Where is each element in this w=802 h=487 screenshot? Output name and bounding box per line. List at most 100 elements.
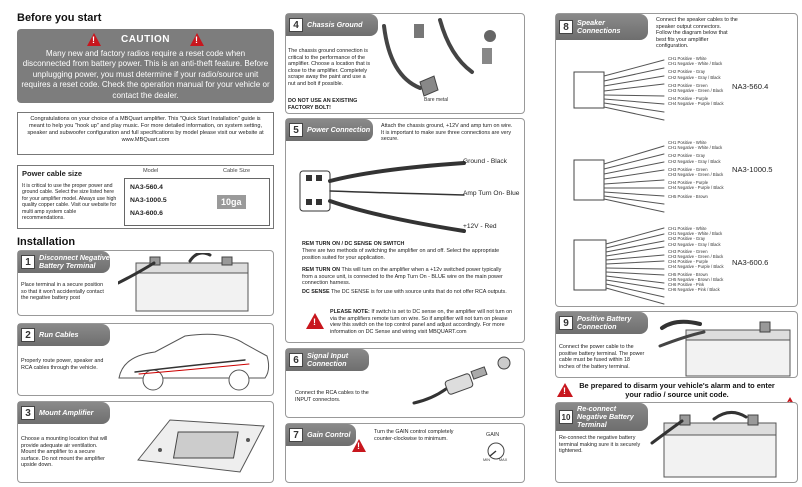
step-text: Attach the chassis ground, +12V and amp … (381, 123, 513, 143)
power-cable-title: Power cable size (22, 169, 83, 178)
warning-icon: ! (306, 313, 324, 329)
note-paragraph: PLEASE NOTE: If switch is set to DC sens… (330, 309, 515, 335)
wire-list-600: CH1 Positive - White CH1 Negative - Whit… (668, 226, 724, 292)
rem-label: REM TURN ON (302, 267, 341, 273)
wire-label: CH5 Negative - Brown / Black (668, 276, 724, 282)
ground-bolt-illustration (382, 18, 496, 97)
step-title: Gain Control (307, 429, 351, 439)
gain-min-label: MIN (483, 458, 490, 462)
step-text: Choose a mounting location that will pro… (21, 436, 108, 469)
power-cable-text: It is critical to use the proper power a… (22, 183, 117, 222)
wire-label: CH1 Positive - White (668, 56, 707, 61)
model-label-1000: NA3-1000.5 (732, 165, 773, 174)
note-label: PLEASE NOTE: (330, 309, 370, 315)
step-title: Power Connection (307, 124, 371, 134)
wire-label: CH6 Negative - Pink / Black (668, 287, 720, 293)
step-number: 6 (289, 353, 303, 367)
dc-text: The DC SENSE is for use with source unit… (330, 289, 507, 295)
battery-reconnect-illustration (650, 411, 777, 478)
step-3: 3 Mount Amplifier Choose a mounting loca… (17, 401, 274, 483)
wire-list-560: CH1 Positive - White CH1 Negative - Whit… (668, 56, 724, 107)
remote-label: Amp Turn On- Blue (463, 190, 520, 197)
step-4: 4 Chassis Ground The chassis ground conn… (285, 13, 525, 114)
power-cable-box: Power cable size It is critical to use t… (17, 165, 274, 229)
wire-label: CH2 Positive - Gray (668, 236, 705, 242)
rem-paragraph: REM TURN ON This will turn on the amplif… (302, 267, 512, 287)
step-2: 2 Run Cables Properly route power, speak… (17, 323, 274, 396)
col-model: Model (143, 168, 159, 174)
step-number: 10 (559, 410, 573, 424)
battery-illustration (118, 253, 249, 312)
step-5: 5 Power Connection Attach the chassis gr… (285, 118, 525, 343)
step-6: 6 Signal Input Connection Connect the RC… (285, 348, 525, 418)
model-label-600: NA3-600.6 (732, 258, 769, 267)
step-5-header: 5 Power Connection (286, 119, 373, 141)
step-title: Speaker Connections (577, 17, 621, 35)
wire-label: CH1 Positive - White (668, 140, 707, 145)
wire-label: CH2 Positive - Gray (668, 153, 705, 159)
step-text: Connect the power cable to the positive … (559, 344, 645, 370)
cable-size-badge: 10ga (217, 195, 246, 209)
step-6-header: 6 Signal Input Connection (286, 349, 369, 371)
battery-positive-illustration (658, 319, 791, 377)
note-text: If switch is set to DC sense on, the amp… (330, 309, 513, 335)
wire-label: CH4 Negative - Purple / Black (668, 185, 724, 191)
wire-label: CH2 Positive - Gray (668, 69, 705, 75)
caution-box: ! CAUTION ! Many new and factory radios … (17, 29, 274, 103)
wire-label: CH2 Negative - Gray / Black (668, 241, 721, 247)
model-row: NA3-560.4 (130, 184, 163, 191)
step-3-header: 3 Mount Amplifier (18, 402, 110, 424)
step-text: Place terminal in a secure position so t… (21, 282, 104, 302)
wire-label: CH1 Negative - White / Black (668, 145, 723, 151)
step-8: 8 Speaker Connections Connect the speake… (555, 13, 798, 307)
bare-metal-label: Bare metal (424, 97, 449, 103)
alarm-notice: Be prepared to disarm your vehicle's ala… (579, 381, 775, 399)
model-row: NA3-600.6 (130, 210, 163, 217)
step-9-header: 9 Positive Battery Connection (556, 312, 648, 334)
step-title: Signal Input Connection (307, 350, 349, 368)
step-title: Re-connect Negative Battery Terminal (577, 403, 634, 430)
caution-title: CAUTION (120, 34, 171, 45)
wire-label: CH4 Positive - Purple (668, 96, 709, 102)
rem-text: This will turn on the amplifier when a +… (302, 267, 503, 287)
step-title: Disconnect Negative Battery Terminal (39, 252, 110, 270)
step-text: Properly route power, speaker and RCA ca… (21, 358, 104, 371)
wire-label: CH5 Positive - Brown (668, 193, 708, 199)
wire-label: CH3 Positive - Green (668, 248, 708, 254)
wire-label: CH4 Negative - Purple / Black (668, 264, 724, 270)
wire-label: CH4 Positive - Purple (668, 180, 709, 186)
wire-label: CH4 Negative - Purple / Black (668, 101, 724, 107)
step-7-header: 7 Gain Control (286, 424, 356, 446)
rem-intro: There are two methods of switching the a… (302, 248, 500, 261)
step-text: The chassis ground connection is critica… (288, 48, 371, 87)
step-text: Connect the speaker cables to the speake… (656, 17, 738, 50)
intro-text: Congratulations on your choice of a MBQu… (27, 116, 264, 143)
wire-label: CH3 Positive - Green (668, 166, 708, 172)
warning-icon: ! (86, 33, 101, 46)
step-2-header: 2 Run Cables (18, 324, 110, 346)
dc-paragraph: DC SENSE The DC SENSE is for use with so… (302, 289, 512, 296)
harness-600-illustration (573, 227, 665, 305)
wire-label: CH1 Positive - White (668, 226, 707, 231)
wire-label: CH1 Negative - White / Black (668, 61, 723, 67)
step-number: 1 (21, 255, 35, 269)
step-title: Run Cables (39, 329, 79, 339)
step-text: Turn the GAIN control completely counter… (374, 429, 454, 442)
ground-label: Ground - Black (463, 158, 507, 165)
wire-label: CH2 Negative - Gray / Black (668, 158, 721, 164)
step-number: 3 (21, 406, 35, 420)
caution-text: Many new and factory radios require a re… (21, 49, 270, 100)
step-text: Re-connect the negative battery terminal… (559, 435, 641, 455)
wire-label: CH3 Negative - Green / Black (668, 254, 724, 260)
amplifier-illustration (137, 419, 265, 473)
model-label-560: NA3-560.4 (732, 82, 769, 91)
wire-label: CH4 Positive - Purple (668, 259, 709, 265)
step-title: Mount Amplifier (39, 407, 94, 417)
step-1: 1 Disconnect Negative Battery Terminal P… (17, 250, 274, 316)
plus12v-label: +12V - Red (463, 223, 497, 230)
harness-1000-illustration (573, 145, 665, 213)
step-7: 7 Gain Control ! Turn the GAIN control c… (285, 423, 525, 483)
warning-icon: ! (352, 439, 366, 452)
page-title: Before you start (17, 12, 102, 24)
step-number: 2 (21, 328, 35, 342)
